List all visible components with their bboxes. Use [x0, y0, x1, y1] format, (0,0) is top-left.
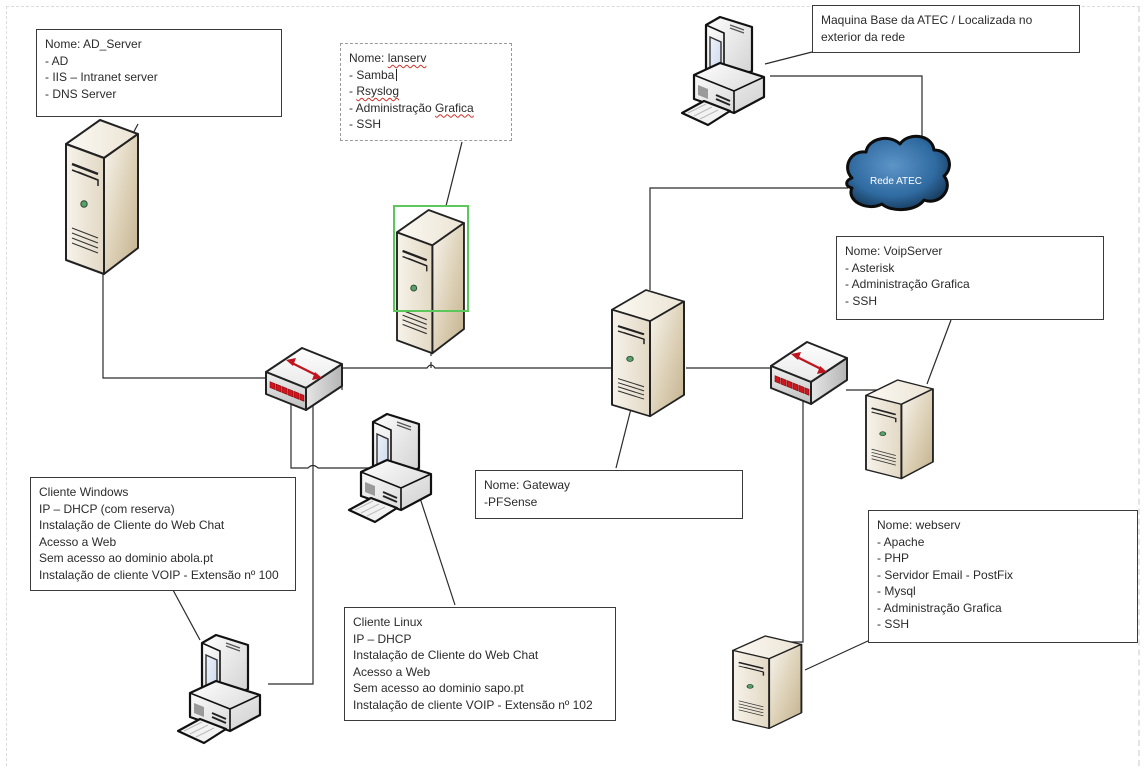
note-line: Nome: Gateway	[484, 478, 571, 492]
note-word-misspelled: Grafica	[435, 100, 474, 115]
note-line: Nome: lanserv	[349, 50, 505, 67]
network-links	[102, 51, 952, 685]
note-webserv: Nome: webserv - Apache - PHP - Servidor …	[868, 510, 1138, 643]
windows-client-pc-icon[interactable]	[176, 633, 262, 745]
note-cliente-windows: Cliente Windows IP – DHCP (com reserva) …	[30, 477, 296, 591]
note-line: Nome: webserv	[877, 518, 961, 532]
link-switch1-winclient	[290, 402, 372, 469]
switch-2-icon[interactable]	[769, 340, 849, 406]
note-line: - SSH	[349, 117, 382, 131]
note-line: Instalação de cliente VOIP - Extensão nº…	[39, 567, 279, 582]
note-line: - Apache	[877, 534, 925, 549]
note-line: - Administração Grafica	[349, 100, 505, 117]
note-line: Sem acesso ao dominio sapo.pt	[353, 681, 524, 695]
note-line: - Samba	[349, 67, 505, 84]
atec-base-pc-icon[interactable]	[680, 15, 766, 127]
note-atec-base: Maquina Base da ATEC / Localizada no ext…	[812, 5, 1080, 53]
text-cursor	[396, 68, 398, 81]
note-line: - Servidor Email - PostFix	[877, 567, 1014, 582]
link-adserver-switch1	[102, 258, 268, 379]
webserv-server-icon[interactable]	[731, 634, 803, 730]
note-line: - Rsyslog	[349, 83, 505, 100]
ad-server-icon[interactable]	[64, 118, 140, 276]
note-line-text: - Samba	[349, 67, 395, 82]
note-name-prefix: Nome:	[349, 51, 388, 65]
note-line: - PHP	[877, 551, 910, 565]
note-line: Maquina Base da ATEC / Localizada no	[821, 13, 1033, 27]
link-switch1-gateway	[342, 364, 614, 369]
note-line: Acesso a Web	[353, 664, 431, 679]
note-line: - DNS Server	[45, 86, 117, 101]
note-line: Instalação de cliente VOIP - Extensão nº…	[353, 697, 593, 712]
note-gateway: Nome: Gateway -PFSense	[475, 470, 743, 519]
note-line: Nome: AD_Server	[45, 37, 142, 51]
link-switch2-webserv	[790, 396, 804, 643]
note-line: - Mysql	[877, 584, 916, 598]
callout-voip	[926, 319, 952, 385]
link-cloud-atecpc	[770, 75, 923, 148]
selection-box[interactable]	[393, 205, 469, 312]
note-line: Nome: VoipServer	[845, 244, 943, 258]
note-line-text: -	[349, 84, 357, 98]
switch-1-icon[interactable]	[264, 346, 344, 412]
note-line: Cliente Linux	[353, 615, 423, 629]
note-lanserv[interactable]: Nome: lanserv - Samba - Rsyslog - Admini…	[340, 43, 512, 141]
note-line: - SSH	[845, 293, 878, 308]
note-line: - Administração Grafica	[877, 600, 1002, 615]
note-name-misspelled: lanserv	[387, 51, 427, 65]
note-word-misspelled: Rsyslog	[356, 84, 400, 98]
note-line: exterior da rede	[821, 29, 906, 44]
link-winclient-pc	[268, 478, 314, 685]
note-line: Cliente Windows	[39, 485, 129, 499]
note-voip-server: Nome: VoipServer - Asterisk - Administra…	[836, 236, 1104, 320]
note-ad-server: Nome: AD_Server - AD - IIS – Intranet se…	[36, 29, 282, 117]
callout-webserv	[804, 639, 871, 671]
lanserv-server-icon[interactable]	[395, 208, 466, 355]
note-line: Acesso a Web	[39, 534, 117, 549]
callout-lanserv	[445, 141, 463, 207]
voip-server-icon[interactable]	[864, 378, 935, 480]
cloud-label: Rede ATEC	[870, 176, 922, 187]
rede-atec-cloud-icon[interactable]: Rede ATEC	[845, 134, 951, 211]
note-line: - AD	[45, 53, 69, 68]
callout-linuxclient	[419, 497, 456, 606]
note-line: - SSH	[877, 617, 910, 631]
note-line: Instalação de Cliente do Web Chat	[39, 518, 225, 532]
note-line: -PFSense	[484, 494, 538, 509]
note-line: Sem acesso ao dominio abola.pt	[39, 551, 214, 565]
note-line: Instalação de Cliente do Web Chat	[353, 648, 539, 662]
note-line: - IIS – Intranet server	[45, 70, 158, 84]
note-line: - Asterisk	[845, 260, 895, 275]
note-cliente-linux: Cliente Linux IP – DHCP Instalação de Cl…	[344, 607, 616, 721]
link-gateway-cloud	[649, 187, 848, 290]
note-line: IP – DHCP (com reserva)	[39, 501, 175, 516]
callout-atec	[764, 51, 813, 65]
callout-winclient	[172, 589, 201, 641]
note-line: - Administração Grafica	[845, 277, 970, 291]
note-line-text: - Administração	[349, 100, 436, 115]
page-boundary	[6, 6, 1140, 766]
note-line: IP – DHCP	[353, 631, 412, 646]
gateway-server-icon[interactable]	[610, 288, 686, 418]
